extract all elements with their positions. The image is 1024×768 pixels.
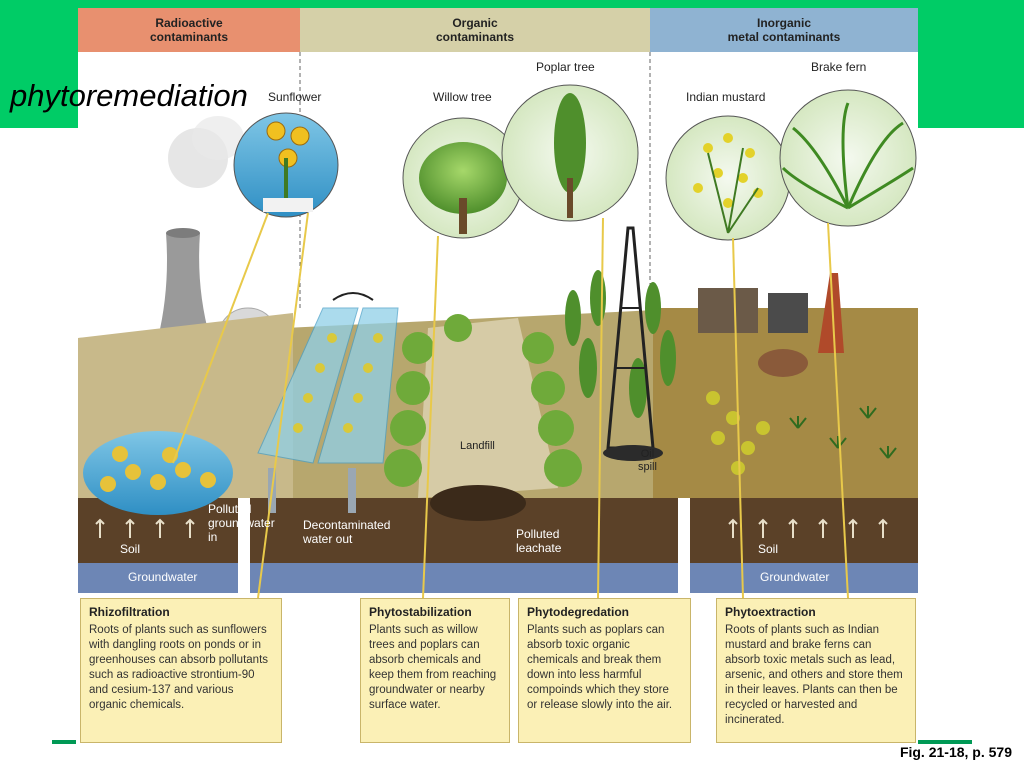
soil-arrows	[95, 518, 888, 538]
pond-rhizofiltration	[83, 431, 233, 515]
willow-callout	[402, 117, 524, 239]
label-polluted-leachate: Polluted leachate	[516, 527, 562, 555]
label-mustard: Indian mustard	[686, 90, 766, 104]
greenhouses	[257, 292, 399, 513]
label-landfill: Landfill	[460, 440, 495, 452]
label-soil-left: Soil	[120, 542, 141, 556]
label-oil-spill: Oil spill	[638, 448, 657, 473]
landscape-illustration	[78, 52, 918, 599]
figure-reference: Fig. 21-18, p. 579	[899, 744, 1012, 760]
industrial-site	[698, 273, 897, 475]
header-radioactive: Radioactive contaminants	[78, 8, 300, 52]
box-text: Roots of plants such as Indian mustard a…	[725, 624, 903, 726]
header-inorganic: Inorganic metal contaminants	[650, 8, 918, 52]
sunflower-callout	[233, 112, 339, 218]
label-sunflower: Sunflower	[268, 90, 322, 104]
callout-pointers	[172, 212, 849, 599]
header-organic: Organic contaminants	[300, 8, 650, 52]
slide-rule-right	[918, 740, 972, 744]
box-rhizofiltration: Rhizofiltration Roots of plants such as …	[80, 598, 282, 743]
label-groundwater-left: Groundwater	[128, 570, 198, 584]
landfill-area	[384, 314, 582, 521]
label-groundwater-right: Groundwater	[760, 570, 830, 584]
mustard-callout	[665, 115, 791, 241]
slide-rule-left	[52, 740, 76, 744]
label-soil-right: Soil	[758, 542, 779, 556]
box-title: Phytodegredation	[527, 605, 630, 619]
label-poplar: Poplar tree	[536, 60, 595, 74]
label-fern: Brake fern	[811, 60, 867, 74]
box-phytostabilization: Phytostabilization Plants such as willow…	[360, 598, 510, 743]
box-phytodegredation: Phytodegredation Plants such as poplars …	[518, 598, 691, 743]
fern-callout	[779, 89, 917, 227]
label-polluted-groundwater-in: Polluted groundwater in	[208, 502, 275, 544]
poplars-oil-rig	[565, 226, 676, 461]
box-title: Phytostabilization	[369, 605, 472, 619]
phytoremediation-figure: Radioactive contaminants Organic contami…	[78, 8, 918, 746]
slide-title: phytoremediation	[10, 78, 248, 113]
box-text: Roots of plants such as sunflowers with …	[89, 624, 269, 711]
label-decontaminated-water-out: Decontaminated water out	[303, 518, 391, 546]
box-text: Plants such as poplars can absorb toxic …	[527, 624, 673, 711]
label-willow: Willow tree	[433, 90, 492, 104]
box-text: Plants such as willow trees and poplars …	[369, 624, 497, 711]
box-title: Phytoextraction	[725, 605, 816, 619]
box-title: Rhizofiltration	[89, 605, 170, 619]
box-phytoextraction: Phytoextraction Roots of plants such as …	[716, 598, 916, 743]
poplar-callout	[501, 84, 639, 222]
